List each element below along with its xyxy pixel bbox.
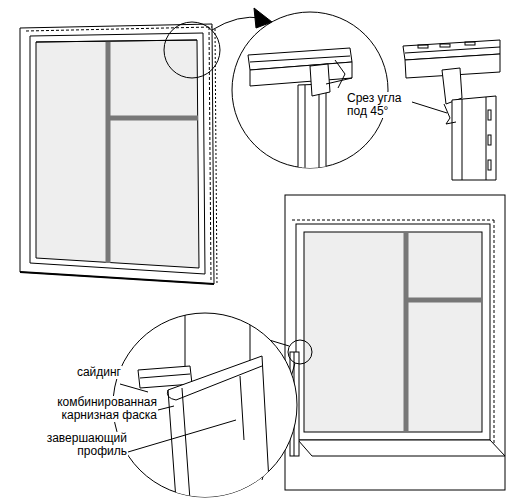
leader-line	[412, 102, 447, 113]
part-label: сайдинг	[62, 366, 122, 379]
detail-circle	[288, 340, 312, 364]
window-bottom-right	[285, 195, 505, 490]
leader-line	[128, 420, 236, 452]
leader-line	[158, 406, 174, 410]
detail-circle	[164, 22, 220, 78]
pointer-arrow	[212, 17, 262, 30]
cut-corner-detail	[403, 40, 500, 180]
part-label: комбинированная карнизная фаска	[40, 396, 158, 422]
part-label: Срез угла под 45°	[346, 92, 412, 118]
corner-detail	[248, 48, 352, 170]
window-top-left	[20, 24, 217, 285]
leader-line	[120, 384, 148, 392]
part-label: завершающий профиль	[36, 432, 128, 458]
